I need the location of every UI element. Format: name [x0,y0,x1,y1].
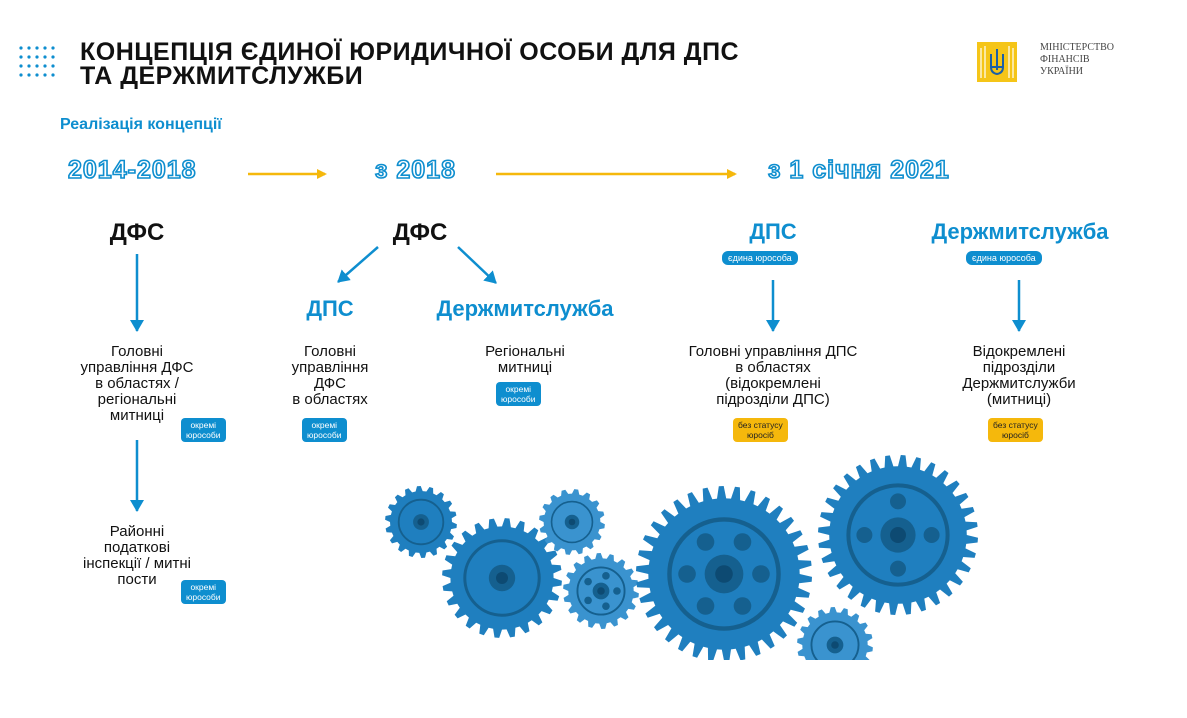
col3-header: ДПС [749,219,797,244]
period-label-2: з 2018 [374,155,456,185]
text-line: Відокремлені [972,343,1066,360]
title-line-1: КОНЦЕПЦІЯ ЄДИНОЇ ЮРИДИЧНОЇ ОСОБИ ДЛЯ ДПС [80,38,740,66]
unified-entity-badge: єдина юрособа [966,251,1042,265]
text-line: Головні [111,343,163,360]
text-line: управління [291,359,369,376]
text-line: інспекції / митні [83,555,191,572]
status-badge: окремі юрособи [496,382,541,406]
text-line: підрозділи ДПС) [716,391,830,408]
text-line: управління ДФС [80,359,194,376]
badge-line: окремі [311,420,338,430]
status-badge: окремі юрособи [181,580,226,604]
col2-header: ДФС [392,219,448,246]
col2-left-header: ДПС [306,296,354,321]
badge-line: без статусу [738,420,783,430]
col4-header: Держмитслужба [931,219,1109,244]
text-line: в областях / [95,375,179,392]
gear-icon [563,553,639,629]
badge-line: юросіб [746,430,774,440]
ministry-line-2: ФІНАНСІВ [1040,54,1090,65]
gear-icon [636,486,812,660]
text-line: податкові [103,539,171,556]
gear-icon [539,489,605,555]
gear-icon [385,486,457,558]
text-line: митниці [497,359,553,376]
unified-entity-badge: єдина юрособа [722,251,798,265]
badge-line: окремі [190,582,217,592]
col2-left-text: Головні управління ДФС в областях [270,344,390,408]
period-label-3: з 1 січня 2021 [767,155,950,185]
status-badge: без статусу юросіб [988,418,1043,442]
badge-line: окремі [190,420,217,430]
text-line: Головні [304,343,356,360]
status-badge: окремі юрособи [181,418,226,442]
col1-node2-text: Районні податкові інспекції / митні пост… [52,524,222,588]
ministry-name: МІНІСТЕРСТВО ФІНАНСІВ УКРАЇНИ [1040,42,1114,78]
dots-grid-icon [19,46,55,77]
col2-right-text: Регіональні митниці [460,344,590,376]
arrow-dfs-to-customs [457,246,497,284]
gears-illustration [385,455,978,660]
ministry-line-1: МІНІСТЕРСТВО [1040,42,1115,53]
gear-icon [818,455,978,615]
text-line: Головні управління ДПС [688,343,858,360]
badge-line: юрособи [307,430,342,440]
text-line: (митниці) [986,391,1052,408]
col4-text: Відокремлені підрозділи Держмитслужби (м… [929,344,1109,408]
arrow-dfs-to-dps [337,246,379,283]
text-line: Районні [109,523,165,540]
text-line: в областях [735,359,811,376]
text-line: пости [117,571,157,588]
badge-line: юросіб [1001,430,1029,440]
gear-icon [797,607,873,660]
badge-line: окремі [505,384,532,394]
status-badge: окремі юрособи [302,418,347,442]
badge-line: юрособи [186,592,221,602]
text-line: (відокремлені [725,375,821,392]
text-line: підрозділи [982,359,1056,376]
col2-right-header: Держмитслужба [436,296,614,321]
text-line: регіональні [97,391,177,408]
badge-line: без статусу [993,420,1038,430]
gear-icon [442,518,562,638]
col1-header: ДФС [109,219,165,246]
ukraine-trident-logo-icon [977,42,1017,82]
section-subtitle: Реалізація концепції [60,116,222,133]
ministry-line-3: УКРАЇНИ [1040,66,1084,77]
col3-text: Головні управління ДПС в областях (відок… [663,344,883,408]
status-badge: без статусу юросіб [733,418,788,442]
text-line: Регіональні [485,343,565,360]
text-line: в областях [292,391,368,408]
badge-line: юрособи [186,430,221,440]
col1-node1-text: Головні управління ДФС в областях / регі… [42,344,232,424]
badge-line: юрособи [501,394,536,404]
title-line-2: ТА ДЕРЖМИТСЛУЖБИ [80,62,364,90]
page-title: КОНЦЕПЦІЯ ЄДИНОЇ ЮРИДИЧНОЇ ОСОБИ ДЛЯ ДПС… [80,38,740,90]
text-line: Держмитслужби [962,375,1076,392]
text-line: митниці [109,407,165,424]
period-label-1: 2014-2018 [67,155,197,185]
text-line: ДФС [313,375,347,392]
